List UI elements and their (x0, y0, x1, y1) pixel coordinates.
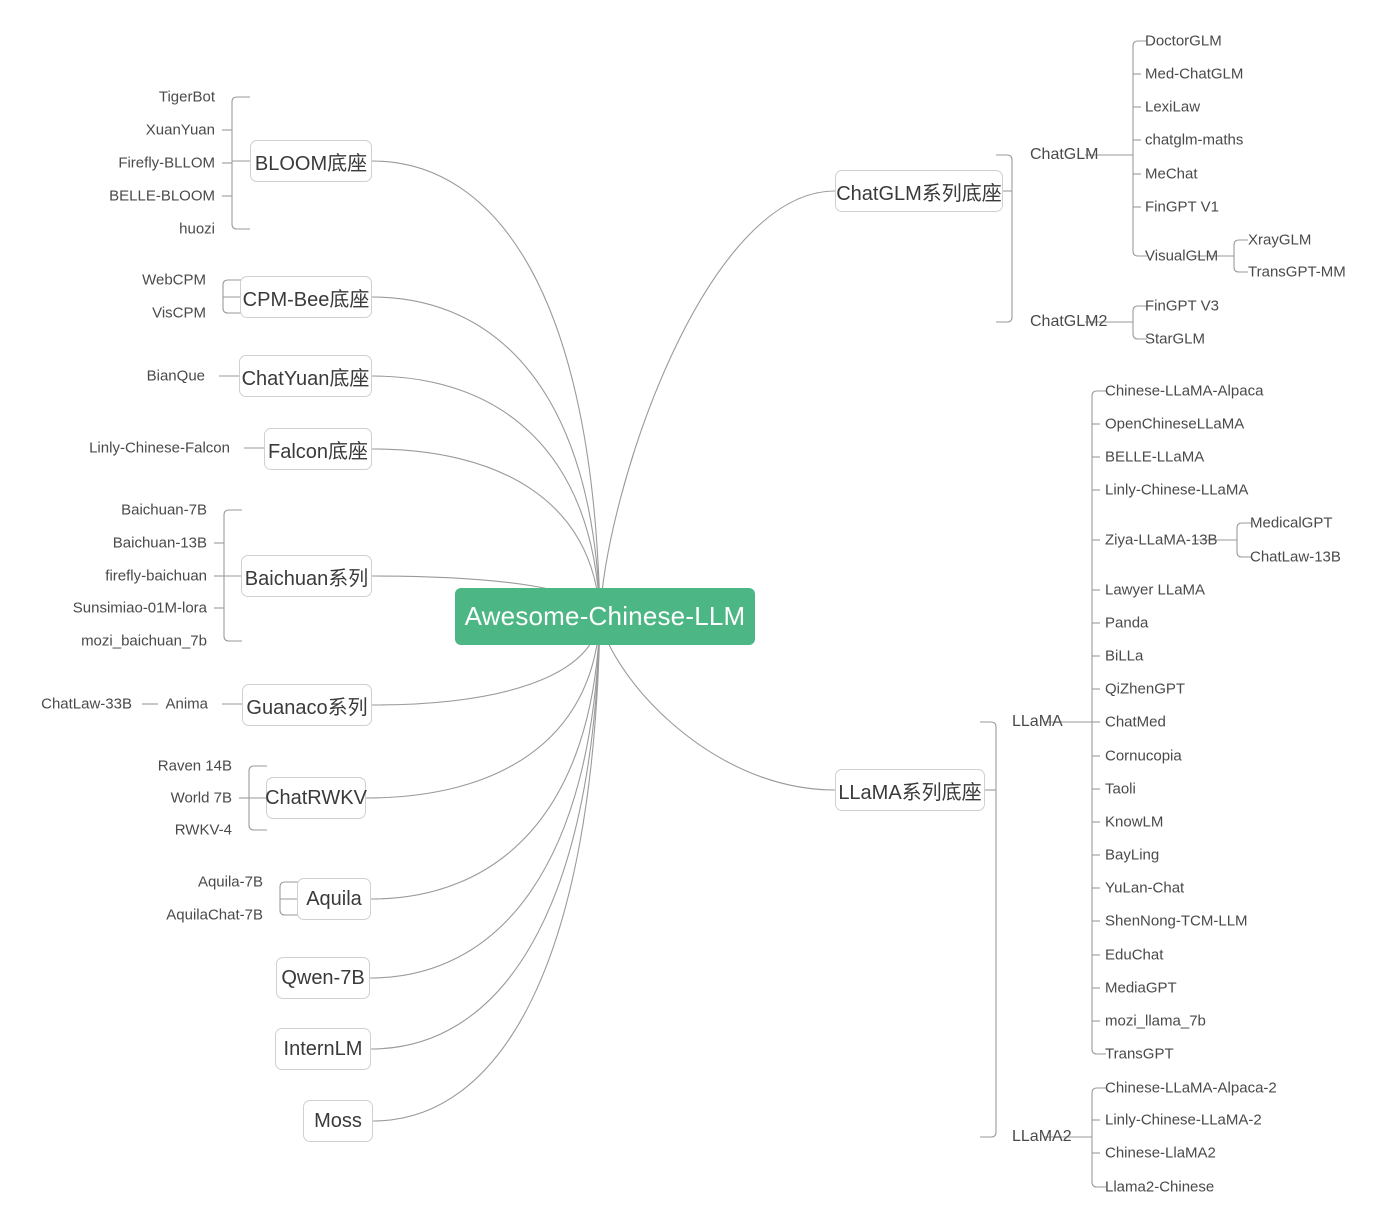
connector (371, 296, 601, 617)
connector (371, 160, 601, 617)
leaf-label[interactable]: mozi_baichuan_7b (81, 632, 207, 650)
group-label[interactable]: LLaMA (1012, 713, 1063, 730)
branch-node-0[interactable]: BLOOM底座 (250, 140, 372, 182)
leaf-label[interactable]: firefly-baichuan (105, 567, 207, 585)
leaf-label[interactable]: QiZhenGPT (1105, 680, 1186, 698)
leaf-label[interactable]: BayLing (1105, 846, 1160, 864)
leaf-label[interactable]: Firefly-BLLOM (118, 154, 215, 172)
root-branch-node-1[interactable]: LLaMA系列底座 (835, 769, 985, 811)
leaf-label[interactable]: RWKV-4 (174, 821, 232, 839)
leaf-label[interactable]: MediaGPT (1105, 979, 1177, 997)
leaf-label[interactable]: VisCPM (152, 304, 206, 322)
leaf-label[interactable]: Chinese-LLaMA-Alpaca (1105, 382, 1264, 400)
branch-node-5[interactable]: Guanaco系列 (242, 684, 372, 726)
leaf-label[interactable]: ChatLaw-33B (41, 695, 132, 713)
leaf-label[interactable]: Linly-Chinese-Falcon (89, 439, 230, 457)
branch-node-10[interactable]: Moss (303, 1100, 373, 1142)
root-branch-node-0[interactable]: ChatGLM系列底座 (835, 170, 1003, 212)
connector (599, 190, 836, 617)
connector (1132, 40, 1147, 257)
leaf-label[interactable]: StarGLM (1145, 330, 1206, 348)
leaf-label[interactable]: MeChat (1145, 165, 1198, 183)
leaf-label[interactable]: Taoli (1105, 780, 1136, 798)
leaf-label[interactable]: EduChat (1105, 946, 1164, 964)
leaf-label[interactable]: XuanYuan (145, 121, 215, 139)
branch-node-8[interactable]: Qwen-7B (276, 957, 370, 999)
branch-node-9[interactable]: InternLM (275, 1028, 371, 1070)
leaf-label[interactable]: chatglm-maths (1145, 131, 1244, 149)
branch-node-6[interactable]: ChatRWKV (265, 777, 367, 819)
leaf-label[interactable]: DoctorGLM (1145, 32, 1222, 50)
leaf-label[interactable]: LexiLaw (1145, 98, 1201, 116)
leaf-label[interactable]: Chinese-LlaMA2 (1105, 1144, 1216, 1162)
leaf-label[interactable]: MedicalGPT (1250, 514, 1333, 532)
leaf-label[interactable]: YuLan-Chat (1105, 879, 1185, 897)
leaf-label[interactable]: TransGPT-MM (1248, 263, 1346, 281)
leaf-label[interactable]: huozi (179, 220, 215, 238)
connector (1236, 522, 1251, 558)
connector (231, 96, 250, 230)
branch-node-4[interactable]: Baichuan系列 (241, 555, 372, 597)
branch-node-7[interactable]: Aquila (297, 878, 371, 920)
leaf-label[interactable]: Med-ChatGLM (1145, 65, 1244, 83)
leaf-label[interactable]: Ziya-LLaMA-13B (1105, 531, 1218, 549)
connector (371, 375, 601, 617)
leaf-label[interactable]: KnowLM (1105, 813, 1164, 831)
leaf-label[interactable]: BELLE-BLOOM (109, 187, 215, 205)
leaf-label[interactable]: Panda (1105, 614, 1149, 632)
connector (371, 448, 601, 617)
leaf-label[interactable]: AquilaChat-7B (166, 906, 263, 924)
leaf-label[interactable]: Baichuan-7B (121, 501, 207, 519)
leaf-label[interactable]: FinGPT V1 (1145, 198, 1219, 216)
leaf-label[interactable]: Lawyer LLaMA (1105, 581, 1206, 599)
leaf-label[interactable]: mozi_llama_7b (1105, 1012, 1206, 1030)
leaf-label[interactable]: TransGPT (1105, 1045, 1174, 1063)
leaf-label[interactable]: TigerBot (158, 88, 215, 106)
group-label[interactable]: ChatGLM2 (1030, 313, 1108, 330)
leaf-label[interactable]: XrayGLM (1248, 231, 1312, 249)
connector (996, 154, 1013, 323)
leaf-label[interactable]: VisualGLM (1145, 247, 1219, 265)
leaf-label[interactable]: OpenChineseLLaMA (1105, 415, 1245, 433)
leaf-label[interactable]: Anima (165, 695, 208, 713)
connector (1091, 1087, 1106, 1188)
leaf-label[interactable]: Linly-Chinese-LLaMA (1105, 481, 1249, 499)
connector (372, 616, 601, 1122)
leaf-label[interactable]: World 7B (170, 789, 232, 807)
connector (370, 616, 601, 900)
connector (369, 616, 601, 979)
leaf-label[interactable]: Raven 14B (157, 757, 232, 775)
branch-node-1[interactable]: CPM-Bee底座 (240, 276, 372, 318)
leaf-label[interactable]: Sunsimiao-01M-lora (72, 599, 207, 617)
leaf-label[interactable]: BianQue (146, 367, 205, 385)
leaf-label[interactable]: ChatLaw-13B (1250, 548, 1341, 566)
branch-node-2[interactable]: ChatYuan底座 (239, 355, 372, 397)
leaf-label[interactable]: Llama2-Chinese (1105, 1178, 1215, 1196)
leaf-label[interactable]: Baichuan-13B (112, 534, 207, 552)
connector (370, 616, 601, 1050)
connector (980, 721, 997, 1138)
group-label[interactable]: LLaMA2 (1012, 1128, 1072, 1145)
group-label[interactable]: ChatGLM (1030, 146, 1099, 163)
connector (365, 616, 601, 799)
root-node[interactable]: Awesome-Chinese-LLM (455, 588, 755, 645)
leaf-label[interactable]: Cornucopia (1105, 747, 1182, 765)
leaf-label[interactable]: FinGPT V3 (1145, 297, 1219, 315)
connector (1233, 239, 1248, 273)
leaf-label[interactable]: Chinese-LLaMA-Alpaca-2 (1105, 1079, 1277, 1097)
branch-node-3[interactable]: Falcon底座 (264, 428, 372, 470)
leaf-label[interactable]: ShenNong-TCM-LLM (1105, 912, 1248, 930)
leaf-label[interactable]: WebCPM (142, 271, 206, 289)
leaf-label[interactable]: BiLLa (1105, 647, 1144, 665)
leaf-label[interactable]: ChatMed (1105, 713, 1166, 731)
leaf-label[interactable]: Linly-Chinese-LLaMA-2 (1105, 1111, 1262, 1129)
leaf-label[interactable]: Aquila-7B (197, 873, 263, 891)
leaf-label[interactable]: BELLE-LLaMA (1105, 448, 1205, 466)
